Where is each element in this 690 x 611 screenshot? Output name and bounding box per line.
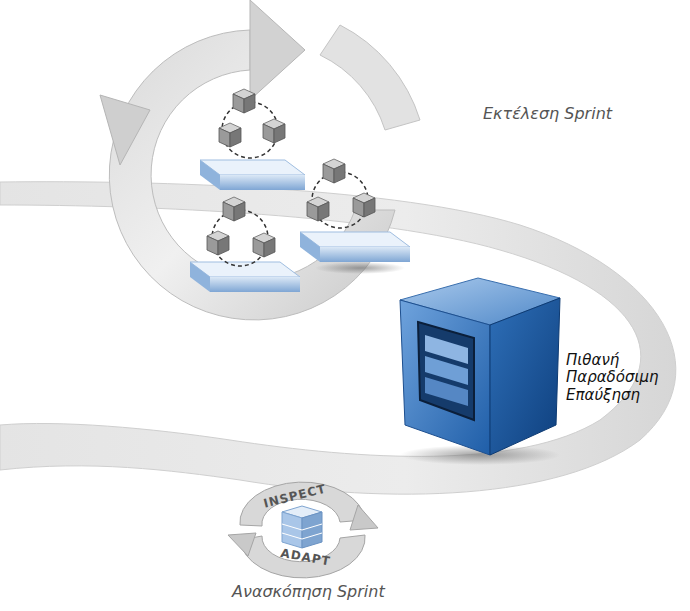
phase-label: Εκτέλεση Sprint	[483, 104, 612, 123]
increment-label: Πιθανή Παραδόσιμη Επαύξηση	[566, 352, 659, 404]
phase-label: Ανασκόπηση Sprint	[232, 582, 385, 601]
